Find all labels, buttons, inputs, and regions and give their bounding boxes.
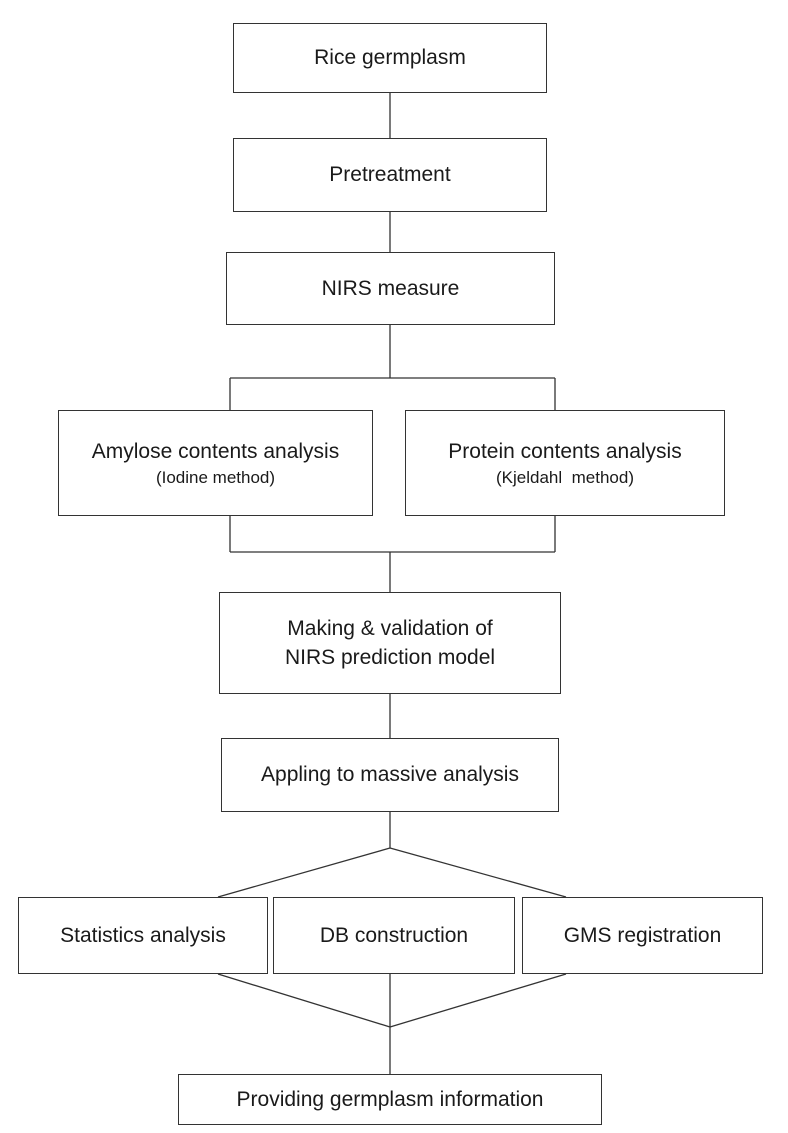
providing-information-box: Providing germplasm information [178, 1074, 602, 1125]
rice-germplasm-box: Rice germplasm [233, 23, 547, 93]
statistics-analysis-box: Statistics analysis [18, 897, 268, 974]
prediction-model-line2: NIRS prediction model [284, 646, 496, 669]
amylose-analysis-title: Amylose contents analysis [91, 440, 340, 464]
protein-analysis-title: Protein contents analysis [448, 440, 682, 464]
pretreatment-label: Pretreatment [329, 163, 451, 187]
gms-registration-label: GMS registration [563, 923, 722, 947]
pretreatment-box: Pretreatment [233, 138, 547, 212]
db-construction-box: DB construction [273, 897, 515, 974]
gms-registration-box: GMS registration [522, 897, 763, 974]
connector-fanin-right [389, 973, 567, 1028]
connector-fan-left [217, 847, 391, 898]
protein-analysis-method: (Kjeldahl method) [496, 467, 634, 487]
providing-information-label: Providing germplasm information [236, 1087, 544, 1111]
rice-germplasm-label: Rice germplasm [314, 46, 466, 70]
connector-fan-right [389, 847, 567, 898]
prediction-model-box: Making & validation of NIRS prediction m… [219, 592, 561, 694]
amylose-analysis-method: (Iodine method) [155, 467, 276, 487]
prediction-model-line1: Making & validation of [287, 616, 493, 640]
massive-analysis-box: Appling to massive analysis [221, 738, 559, 812]
statistics-analysis-label: Statistics analysis [60, 923, 226, 947]
connector-fanin-left [217, 973, 391, 1028]
protein-analysis-box: Protein contents analysis (Kjeldahl meth… [405, 410, 725, 516]
massive-analysis-label: Appling to massive analysis [261, 763, 519, 787]
nirs-measure-box: NIRS measure [226, 252, 555, 325]
nirs-measure-label: NIRS measure [321, 276, 460, 300]
amylose-analysis-box: Amylose contents analysis (Iodine method… [58, 410, 373, 516]
db-construction-label: DB construction [319, 923, 469, 947]
